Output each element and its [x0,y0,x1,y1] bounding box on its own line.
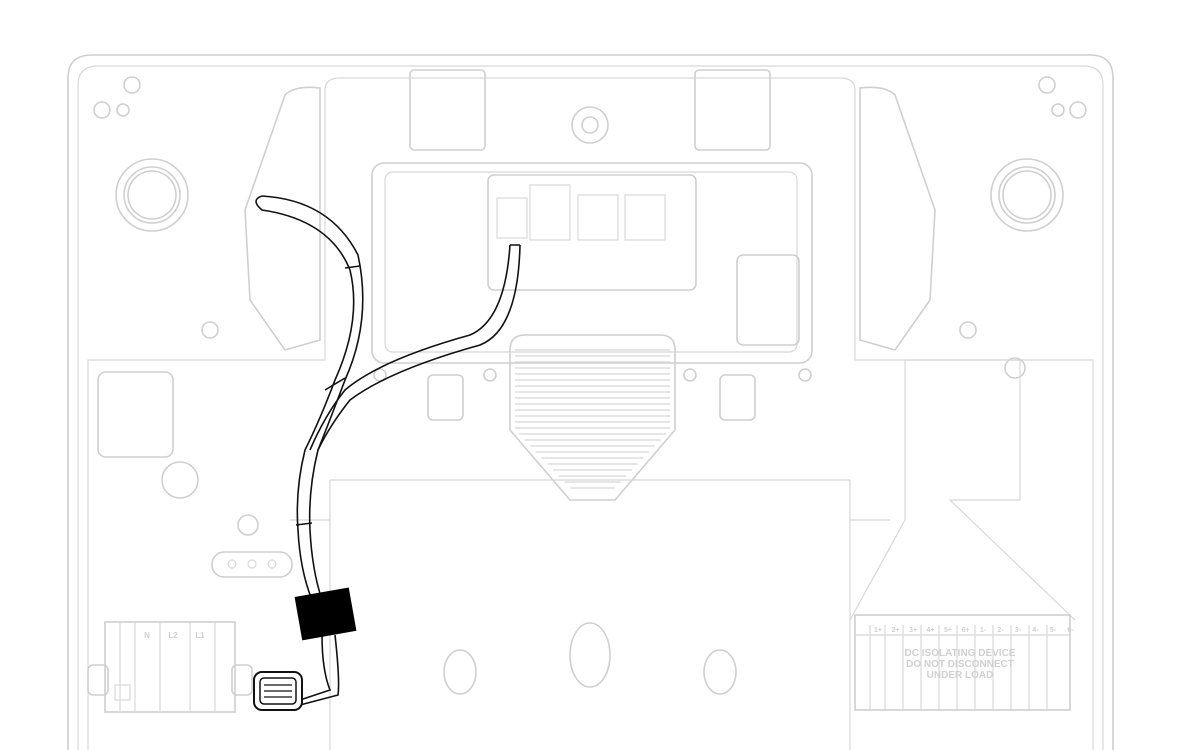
enclosure-outline [67,54,1114,750]
dc-terminal-label: 1- [980,627,987,634]
ferrite-core [294,587,357,641]
dc-terminal-label: 2- [997,627,1004,634]
side-brackets [244,69,936,351]
dc-isolator-label-1: DC ISOLATING DEVICE [905,648,1016,659]
mounting-holes [93,76,1087,536]
ac-terminal-l2: L2 [168,631,178,640]
control-board-housing [371,162,813,421]
dc-terminal-label: 2+ [892,627,900,634]
dc-terminal-label: 3- [1015,627,1022,634]
ac-terminal-n: N [144,631,150,640]
cable-connector [253,671,303,711]
dc-isolator-block: 1+ 2+ 3+ 4+ 5+ 6+ 1- 2- 3- 4- 5- 6- DC ISOLATING DE… [854,614,1074,711]
dc-terminal-label: 6- [1067,627,1074,634]
dc-terminal-label: 3+ [909,627,917,634]
vent-grille [509,334,676,501]
dc-terminal-label: 5- [1050,627,1057,634]
lower-chassis [97,359,1076,750]
dc-isolator-label-2: DO NOT DISCONNECT [906,659,1014,670]
dc-isolator-label-3: UNDER LOAD [927,670,994,681]
dc-terminal-label: 5+ [944,627,952,634]
ac-terminal-block: N L2 L1 [87,621,253,713]
dc-terminal-label: 6+ [962,627,970,634]
cable-harness [255,195,521,706]
dc-terminal-label: 4+ [927,627,935,634]
ac-terminal-l1: L1 [195,631,205,640]
dc-terminal-label: 4- [1032,627,1039,634]
dc-terminal-label: 1+ [874,627,882,634]
